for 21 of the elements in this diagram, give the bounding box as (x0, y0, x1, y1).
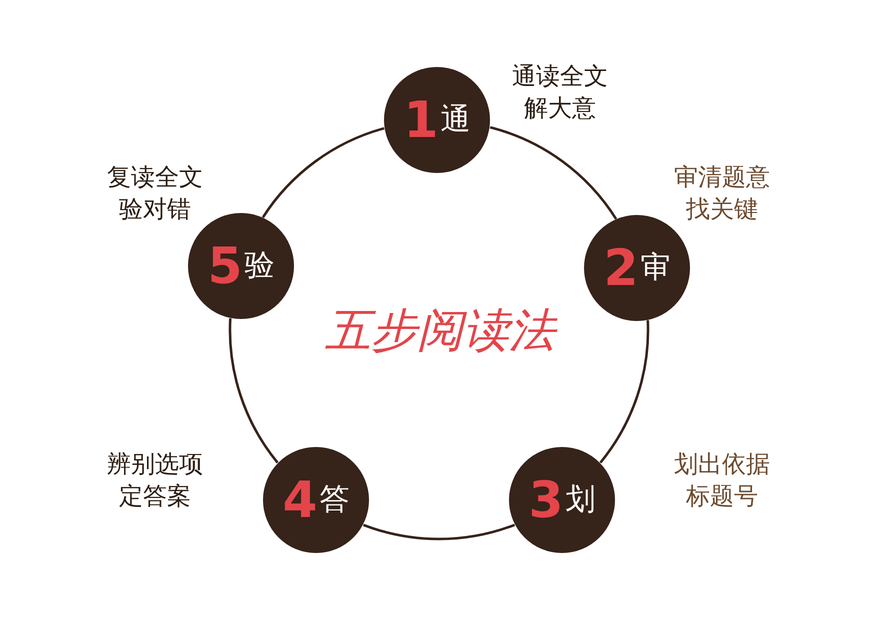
step-description: 划出依据标题号 (673, 449, 771, 512)
step-description: 复读全文验对错 (106, 162, 204, 225)
ring-arc (229, 318, 279, 464)
step-number: 1 (404, 95, 438, 145)
step-character: 验 (244, 251, 274, 281)
step-number: 4 (282, 475, 318, 525)
step-character: 通 (440, 105, 470, 135)
step-character: 审 (640, 253, 670, 283)
ring-arc (363, 524, 515, 540)
step-number: 5 (208, 241, 242, 291)
step-number: 2 (604, 243, 638, 293)
step-character: 划 (565, 485, 596, 515)
title: 五步阅读法 (290, 300, 590, 362)
step-character: 答 (319, 485, 350, 515)
step-description: 通读全文解大意 (511, 61, 609, 124)
step-number: 3 (528, 475, 564, 525)
ring-arc (490, 126, 618, 220)
ring-arc (262, 127, 384, 218)
ring-arc (599, 320, 650, 464)
step-description: 辨别选项定答案 (106, 449, 204, 512)
step-description: 审清题意找关键 (673, 162, 771, 225)
